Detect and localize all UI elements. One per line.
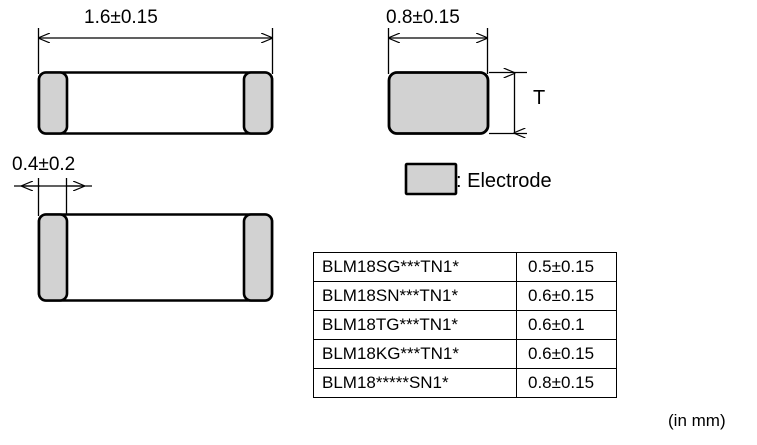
dimension-label-width: 0.8±0.15: [386, 7, 460, 28]
dimension-label-length: 1.6±0.15: [84, 7, 158, 28]
component-body-end: [387, 71, 490, 135]
thickness-spec-table-body: BLM18SG***TN1* 0.5±0.15 BLM18SN***TN1* 0…: [313, 252, 617, 398]
end-view-group: [387, 28, 527, 135]
top-view-group: [37, 28, 274, 135]
table-row: BLM18SG***TN1* 0.5±0.15: [313, 252, 617, 282]
electrode-swatch-icon: [404, 162, 458, 196]
dimension-label-band: 0.4±0.2: [12, 154, 76, 175]
thickness-value-cell: 0.5±0.15: [516, 252, 617, 282]
electrode-left-top: [37, 71, 69, 135]
electrode-left-side: [37, 213, 69, 302]
thickness-value-cell: 0.6±0.15: [516, 339, 617, 369]
thickness-spec-table: BLM18SG***TN1* 0.5±0.15 BLM18SN***TN1* 0…: [313, 252, 617, 398]
side-view-group: [14, 178, 274, 302]
legend-electrode-label: : Electrode: [456, 170, 552, 192]
part-number-cell: BLM18TG***TN1*: [313, 310, 517, 340]
thickness-value-cell: 0.8±0.15: [516, 368, 617, 398]
part-number-cell: BLM18SN***TN1*: [313, 281, 517, 311]
component-body-top: [37, 71, 274, 135]
part-number-cell: BLM18*****SN1*: [313, 368, 517, 398]
table-row: BLM18SN***TN1* 0.6±0.15: [313, 281, 617, 311]
electrode-right-top: [242, 71, 274, 135]
component-body-side: [37, 213, 274, 302]
thickness-value-cell: 0.6±0.15: [516, 281, 617, 311]
table-row: BLM18KG***TN1* 0.6±0.15: [313, 339, 617, 369]
part-number-cell: BLM18KG***TN1*: [313, 339, 517, 369]
thickness-value-cell: 0.6±0.1: [516, 310, 617, 340]
dimension-label-thickness: T: [533, 87, 546, 109]
table-row: BLM18TG***TN1* 0.6±0.1: [313, 310, 617, 340]
electrode-right-side: [242, 213, 274, 302]
part-number-cell: BLM18SG***TN1*: [313, 252, 517, 282]
units-note: (in mm): [668, 411, 726, 430]
table-row: BLM18*****SN1* 0.8±0.15: [313, 368, 617, 398]
